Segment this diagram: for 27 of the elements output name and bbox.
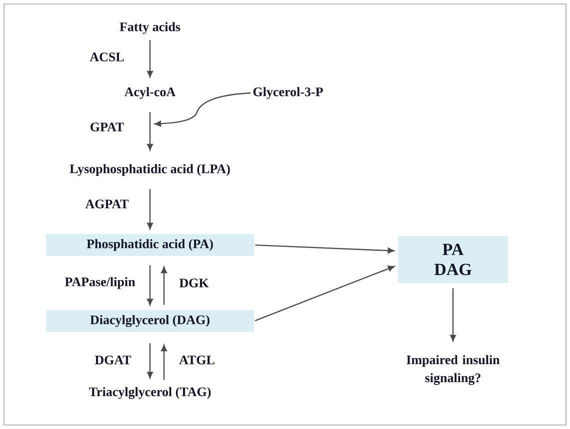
arrow xyxy=(147,40,153,78)
highlight-band: Diacylglycerol (DAG) xyxy=(46,310,254,332)
edge-label: DGK xyxy=(178,278,210,288)
arrow xyxy=(254,266,395,322)
metabolite-text: Triacylglycerol (TAG) xyxy=(89,387,211,399)
arrow xyxy=(147,112,153,150)
arrow xyxy=(147,265,153,306)
arrow xyxy=(161,266,167,305)
arrow xyxy=(154,92,251,127)
metabolite-text: Acyl-coA xyxy=(124,87,176,99)
metabolite-text: Glycerol-3-P xyxy=(253,87,323,99)
outcome-text: Impaired insulin signaling? xyxy=(406,355,500,385)
edge-label: ATGL xyxy=(178,354,216,366)
highlight-box: PA DAG xyxy=(398,236,508,283)
edge-label: AGPAT xyxy=(84,198,130,210)
edge-label: PAPase/lipin xyxy=(64,276,136,290)
arrow xyxy=(255,244,394,254)
arrow xyxy=(147,189,153,230)
arrow xyxy=(161,344,167,380)
metabolite-text: Fatty acids xyxy=(120,22,180,34)
edge-label: DGAT xyxy=(94,354,132,366)
highlight-band: Phosphatidic acid (PA) xyxy=(46,234,254,256)
arrow xyxy=(450,288,456,342)
edge-label: GPAT xyxy=(88,122,126,132)
metabolite-text: Lysophosphatidic acid (LPA) xyxy=(70,164,230,176)
arrow xyxy=(147,343,153,378)
edge-label: ACSL xyxy=(88,52,126,62)
